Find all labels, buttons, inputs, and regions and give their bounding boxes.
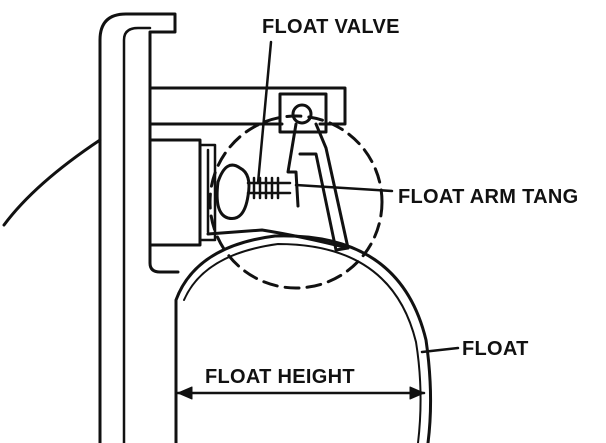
body-curve (2, 138, 102, 227)
body-wall (98, 12, 180, 443)
body-wall-inner (122, 26, 152, 443)
label-float-arm-tang: FLOAT ARM TANG (398, 186, 579, 208)
pivot-pin (291, 103, 313, 125)
label-float-valve: FLOAT VALVE (262, 16, 400, 38)
valve-seat (198, 143, 217, 242)
float-valve-needle (215, 163, 251, 221)
leader-float (420, 346, 460, 354)
float-outline-inner (183, 243, 422, 443)
lower-housing (148, 138, 202, 247)
float-outline (174, 234, 433, 443)
float-arm (286, 122, 350, 252)
detail-circle (208, 114, 384, 290)
pivot-block (278, 92, 328, 134)
float-height-arrow-left (177, 386, 193, 400)
float-height-arrow-right (409, 386, 425, 400)
valve-spring (252, 176, 280, 200)
leader-float-valve (256, 40, 273, 185)
label-float-height: FLOAT HEIGHT (205, 366, 355, 388)
leader-float-arm-tang (294, 183, 394, 193)
label-float: FLOAT (462, 338, 529, 360)
